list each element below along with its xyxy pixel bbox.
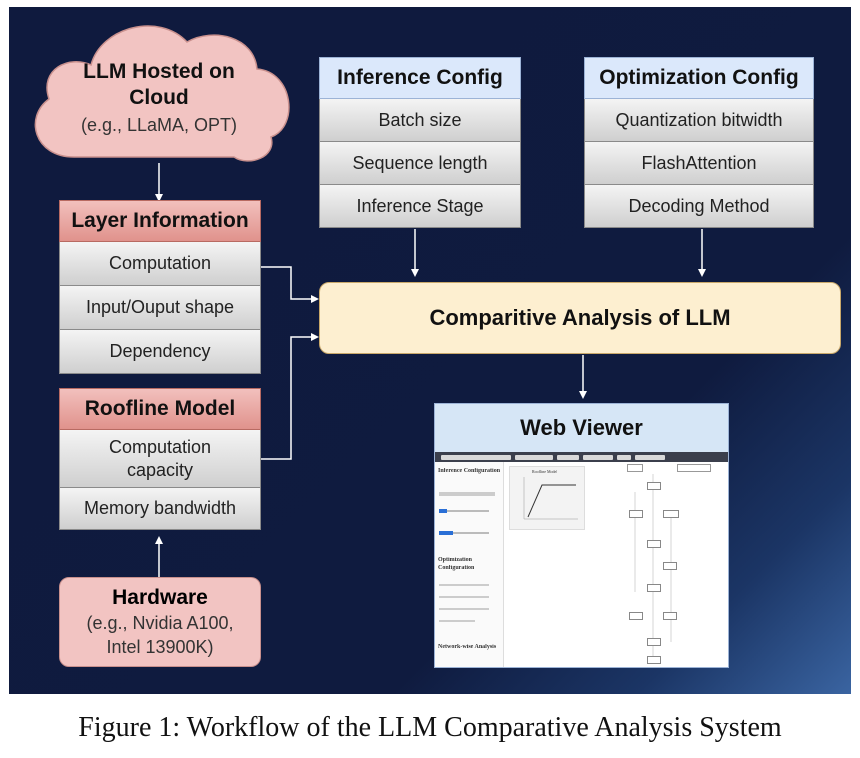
roofline-row-memory-bandwidth: Memory bandwidth xyxy=(59,488,261,530)
connector-layer xyxy=(34,25,706,577)
web-viewer-title: Web Viewer xyxy=(435,404,728,452)
layer-information-header: Layer Information xyxy=(59,200,261,242)
cloud-title-line1: LLM Hosted on xyxy=(83,60,235,83)
optimization-row-quantization: Quantization bitwidth xyxy=(584,99,814,142)
wv-slider-1 xyxy=(439,509,489,513)
wv-roofline-line xyxy=(527,484,576,518)
inference-config-card: Inference Config Batch size Sequence len… xyxy=(319,57,521,228)
diagram-canvas: LLM Hosted on Cloud (e.g., LLaMA, OPT) L… xyxy=(9,7,851,694)
cloud-shape xyxy=(34,25,290,162)
hardware-box: Hardware (e.g., Nvidia A100, Intel 13900… xyxy=(59,577,261,667)
roofline-row1-line1: Computation xyxy=(108,437,212,457)
wv-option-line-3 xyxy=(439,608,489,610)
layer-information-card: Layer Information Computation Input/Oupu… xyxy=(59,200,261,374)
wv-radio-row xyxy=(439,492,495,496)
roofline-row1-line2: capacity xyxy=(126,459,194,480)
layer-info-row-dependency: Dependency xyxy=(59,330,261,374)
wv-option-line-2 xyxy=(439,596,489,598)
inference-row-batch-size: Batch size xyxy=(319,99,521,142)
wv-inference-config-label: Inference Configuration xyxy=(438,468,501,474)
arrow-roofline-to-analysis xyxy=(261,333,319,460)
roofline-row-computation-capacity: Computation capacity xyxy=(59,430,261,488)
layer-info-row-io-shape: Input/Ouput shape xyxy=(59,286,261,330)
figure-caption: Figure 1: Workflow of the LLM Comparativ… xyxy=(78,712,782,743)
web-viewer-panel: Web Viewer Inference Configuration Optim… xyxy=(434,403,729,668)
cloud-subtitle: (e.g., LLaMA, OPT) xyxy=(80,115,238,135)
arrow-computation-to-analysis xyxy=(261,266,319,303)
wv-option-line-4 xyxy=(439,620,475,622)
layer-info-row-computation: Computation xyxy=(59,242,261,286)
inference-row-sequence-length: Sequence length xyxy=(319,142,521,185)
wv-optimization-label-1: Optimization xyxy=(438,557,472,563)
cloud-label: LLM Hosted on Cloud (e.g., LLaMA, OPT) xyxy=(49,59,269,139)
wv-optimization-label-2: Configuration xyxy=(438,565,475,571)
wv-network-graph xyxy=(623,462,727,667)
inference-row-inference-stage: Inference Stage xyxy=(319,185,521,228)
web-viewer-toolbar xyxy=(435,452,728,462)
optimization-config-card: Optimization Config Quantization bitwidt… xyxy=(584,57,814,228)
hardware-line1: (e.g., Nvidia A100, xyxy=(86,613,234,633)
wv-network-analysis-label: Network-wise Analysis xyxy=(438,644,497,650)
wv-slider-2 xyxy=(439,531,489,535)
optimization-row-flashattention: FlashAttention xyxy=(584,142,814,185)
roofline-model-header: Roofline Model xyxy=(59,388,261,430)
optimization-config-header: Optimization Config xyxy=(584,57,814,99)
wv-option-line-1 xyxy=(439,584,489,586)
inference-config-header: Inference Config xyxy=(319,57,521,99)
hardware-title: Hardware xyxy=(112,586,208,609)
hardware-line2: Intel 13900K) xyxy=(106,637,214,657)
roofline-model-card: Roofline Model Computation capacity Memo… xyxy=(59,388,261,530)
comparative-analysis-box: Comparitive Analysis of LLM xyxy=(319,282,841,354)
wv-roofline-chart: Roofline Model xyxy=(509,466,585,530)
web-viewer-sidebar: Inference Configuration Optimization Con… xyxy=(435,462,504,667)
optimization-row-decoding-method: Decoding Method xyxy=(584,185,814,228)
wv-chart-title: Roofline Model xyxy=(532,469,558,474)
cloud-title-line2: Cloud xyxy=(129,86,189,109)
